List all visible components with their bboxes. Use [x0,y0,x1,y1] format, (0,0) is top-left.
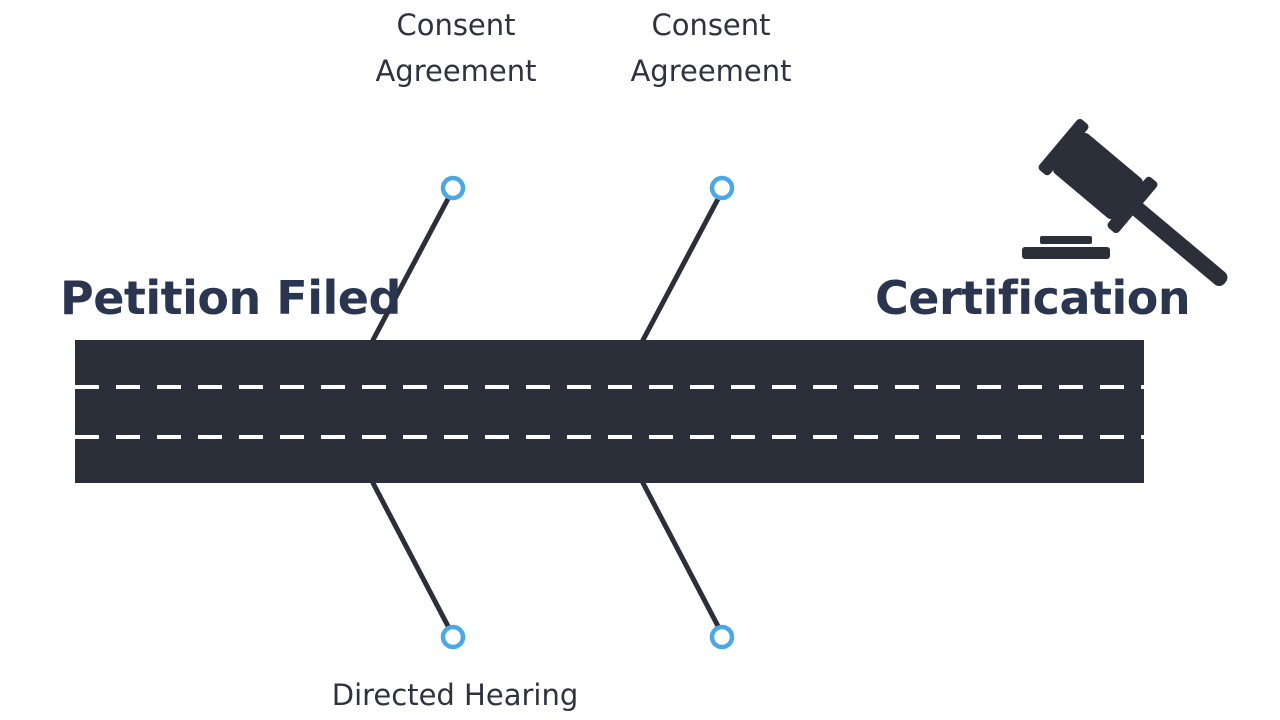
branch-line-top-2 [640,194,722,343]
timeline-road [75,340,1144,483]
top-branch-label-2-line2: Agreement [630,54,792,88]
branch-line-top-1 [370,194,452,343]
milestone-node-top-2 [709,175,735,201]
branch-line-bottom-2 [640,480,722,631]
milestone-node-bottom-1 [440,624,466,650]
milestone-node-top-1 [440,175,466,201]
top-branch-label-2: Consent Agreement [626,2,796,94]
top-branch-label-1-line1: Consent [396,8,516,42]
gavel-icon [1022,118,1228,286]
end-label: Certification [875,271,1191,325]
top-branch-label-2-line1: Consent [651,8,771,42]
milestone-node-bottom-2 [709,624,735,650]
start-label: Petition Filed [60,271,401,325]
top-branch-label-1: Consent Agreement [371,2,541,94]
bottom-branch-label: Directed Hearing [331,678,579,712]
branch-line-bottom-1 [370,480,452,631]
top-branch-label-1-line2: Agreement [375,54,537,88]
